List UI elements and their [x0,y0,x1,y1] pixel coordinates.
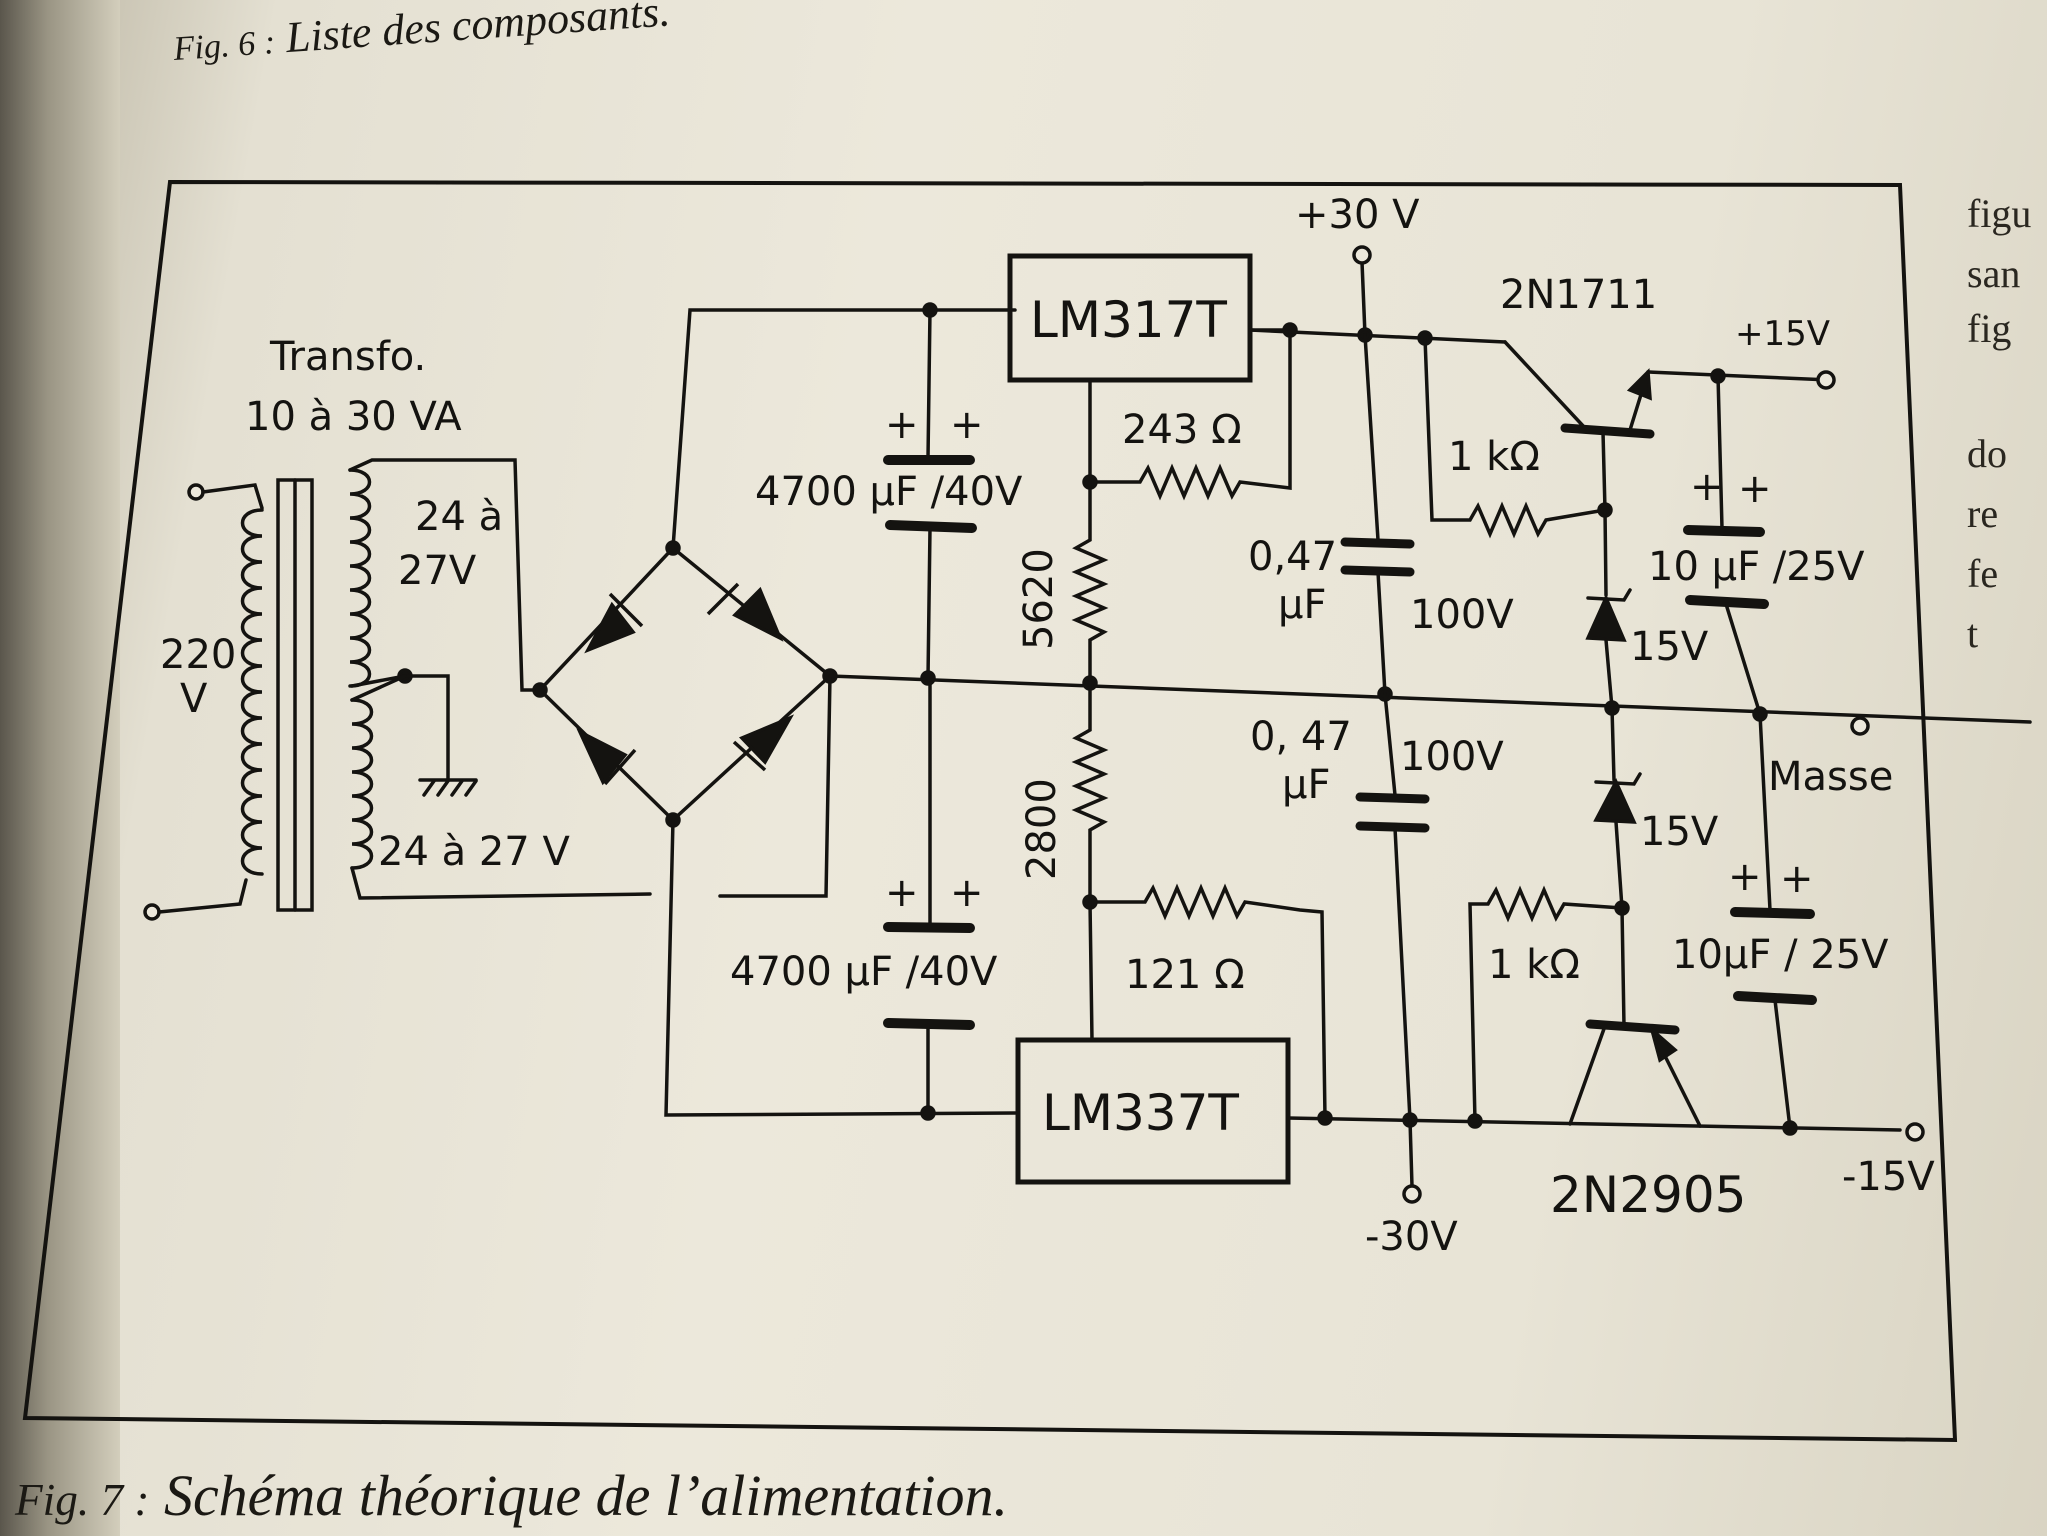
side-text-line-7: t [1967,611,1979,656]
primary-terminal-bottom [143,903,161,921]
capacitor-10uf-bottom [1730,712,1817,1130]
plus15-terminal [1816,370,1836,390]
secondary-upper-voltage-a: 24 à [415,494,503,540]
masse-terminal [1850,716,1870,736]
zener-diode-bottom [1593,706,1642,910]
cap-10uf-bottom-label: 10µF / 25V [1672,932,1889,978]
side-text-line-5: re [1967,491,1999,536]
cap-10uf-bottom-plus-right: + [1780,856,1814,902]
resistor-1k-bottom-label: 1 kΩ [1488,942,1580,988]
figure-frame [22,179,1958,1443]
resistor-243-label: 243 Ω [1122,407,1242,453]
secondary-upper-voltage-b: 27V [398,548,477,594]
secondary-lower-voltage: 24 à 27 V [378,829,570,875]
resistor-243 [1088,328,1292,501]
cap-10uf-top-plus-left: + [1690,464,1724,510]
filter-cap-bottom-label: 4700 µF /40V [730,949,998,995]
cap-10uf-bottom-plus-left: + [1728,854,1762,900]
side-text-line-4: do [1967,431,2007,476]
primary-voltage: 220 [160,632,236,678]
zener-bottom-label: 15V [1640,809,1719,855]
transistor-2n2905 [1568,906,1702,1128]
cap-10uf-top-plus-right: + [1738,466,1772,512]
regulator-lm337t [1015,1037,1291,1185]
transistor-2n1711 [1503,340,1832,512]
lm337t-label: LM337T [1042,1084,1239,1142]
filter-cap-bottom-plus-left: + [885,870,919,916]
minus30-label: -30V [1365,1214,1458,1260]
side-text-line-6: fe [1967,551,1999,596]
cap-047-bottom-voltage: 100V [1400,734,1504,780]
resistor-121 [1088,883,1327,1120]
capacitor-047-top [1340,333,1415,696]
side-text-line-3: fig [1967,306,2012,351]
positive-regulated-rail [1248,328,1507,344]
cap-10uf-top-label: 10 µF /25V [1648,544,1865,590]
regulator-lm317t [1007,253,1253,383]
transistor-2n2905-label: 2N2905 [1550,1166,1746,1224]
filter-capacitor-top [883,308,977,680]
transformer-rating: 10 à 30 VA [245,394,462,440]
minus30-terminal [1402,1184,1422,1204]
minus15-terminal [1905,1122,1925,1142]
filter-cap-top-label: 4700 µF /40V [755,469,1023,515]
filter-cap-bottom-plus-right: + [950,870,984,916]
figure-7-title: Schéma théorique de l’alimentation. [163,1463,1008,1528]
resistor-5620-label: 5620 [1016,548,1062,650]
transformer-title: Transfo. [269,334,426,380]
resistor-1k-bottom [1468,885,1624,1123]
figure-7-number: Fig. 7 : [15,1475,150,1525]
zener-top-label: 15V [1630,624,1709,670]
resistor-1k-top [1423,336,1607,539]
diode-2 [706,582,784,642]
cap-047-bottom-value: 0, 47 [1250,714,1352,760]
primary-voltage-unit: V [180,676,208,722]
primary-coil [240,508,264,876]
lm317t-label: LM317T [1030,291,1227,349]
filter-capacitor-bottom [883,676,975,1115]
masse-label: Masse [1768,754,1893,800]
diode-1 [584,592,644,654]
diode-4 [732,714,795,772]
primary-terminal-top [187,483,205,501]
plus30-label: +30 V [1295,192,1420,238]
transistor-2n1711-label: 2N1711 [1500,272,1657,318]
resistor-5620 [1071,480,1109,685]
cap-047-top-value: 0,47 [1248,534,1337,580]
side-text-line-2: san [1967,251,2021,296]
capacitor-10uf-top [1683,368,1769,716]
side-text-line-1: figu [1967,191,2032,236]
resistor-1k-top-label: 1 kΩ [1448,434,1540,480]
capacitor-047-bottom [1355,692,1430,1122]
cap-047-bottom-unit: µF [1282,762,1330,808]
plus15-label: +15V [1735,314,1830,354]
resistor-121-label: 121 Ω [1125,952,1245,998]
secondary-coil-lower [350,698,374,870]
transformer [143,458,652,921]
resistor-2800 [1071,681,1109,904]
figure-7-caption: Fig. 7 : Schéma théorique de l’alimentat… [15,1462,1008,1529]
filter-cap-top-plus-right: + [950,402,984,448]
filter-cap-top-plus-left: + [885,402,919,448]
secondary-coil-upper [348,468,372,688]
plus30-terminal [1352,245,1372,265]
diode-3 [576,728,637,786]
zener-diode-top [1585,508,1632,710]
resistor-2800-label: 2800 [1019,778,1065,880]
cap-047-top-unit: µF [1278,582,1326,628]
negative-output-rail [1286,1116,1902,1132]
minus15-label: -15V [1842,1154,1935,1200]
cap-047-top-voltage: 100V [1410,592,1514,638]
ground-rail [828,674,2032,724]
